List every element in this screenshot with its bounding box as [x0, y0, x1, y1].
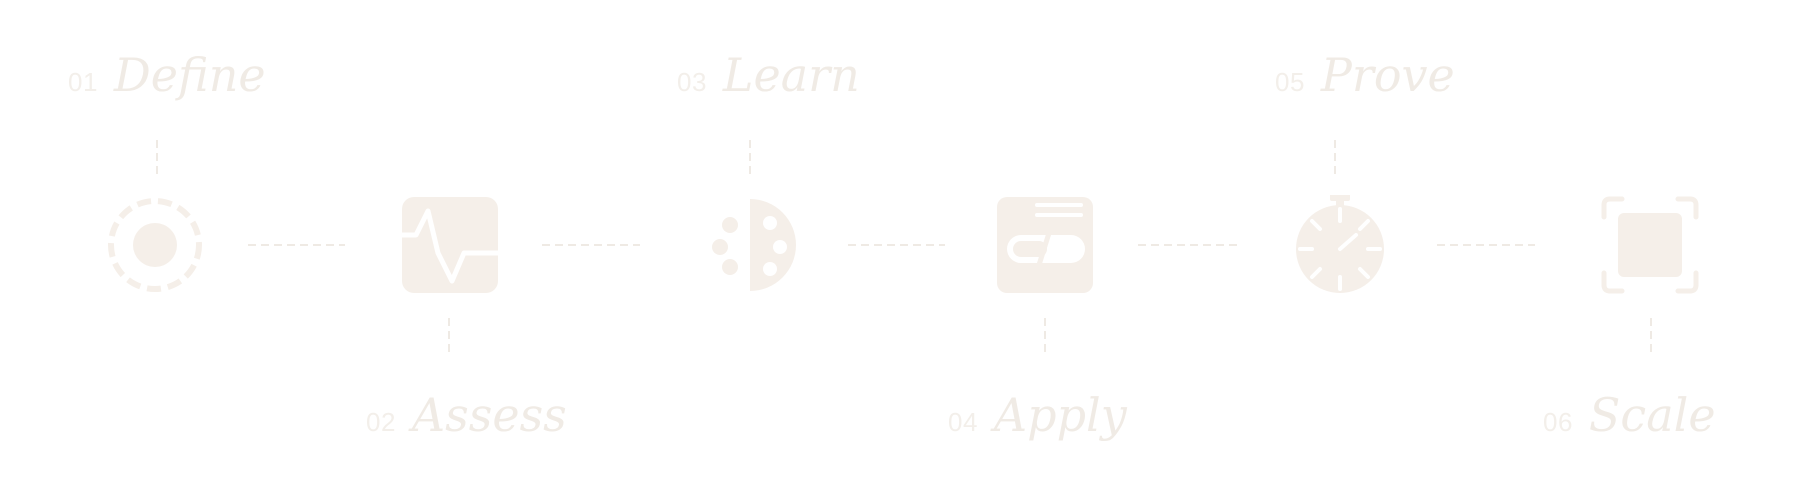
step-title: Scale [1588, 388, 1716, 442]
step-number: 05 [1275, 67, 1305, 97]
step-label-4: 04 Apply [948, 388, 1127, 442]
step-label-3: 03 Learn [677, 48, 860, 102]
step-number: 02 [366, 407, 396, 437]
step-title: Define [113, 48, 266, 102]
focus-square-icon [1601, 196, 1699, 294]
step-number: 04 [948, 407, 978, 437]
step-title: Prove [1320, 48, 1455, 102]
step-title: Learn [722, 48, 860, 102]
half-circle-dots-icon [712, 199, 796, 291]
step-label-2: 02 Assess [366, 388, 567, 442]
step-title: Apply [993, 388, 1127, 442]
step-number: 01 [68, 67, 98, 97]
target-dot-icon [108, 198, 202, 292]
stopwatch-icon [1296, 195, 1384, 293]
waveform-chart-icon [400, 197, 500, 293]
browser-pill-icon [997, 197, 1093, 293]
step-number: 03 [677, 67, 707, 97]
step-label-6: 06 Scale [1543, 388, 1716, 442]
step-label-5: 05 Prove [1275, 48, 1455, 102]
step-number: 06 [1543, 407, 1573, 437]
step-label-1: 01 Define [68, 48, 266, 102]
step-title: Assess [411, 388, 567, 442]
